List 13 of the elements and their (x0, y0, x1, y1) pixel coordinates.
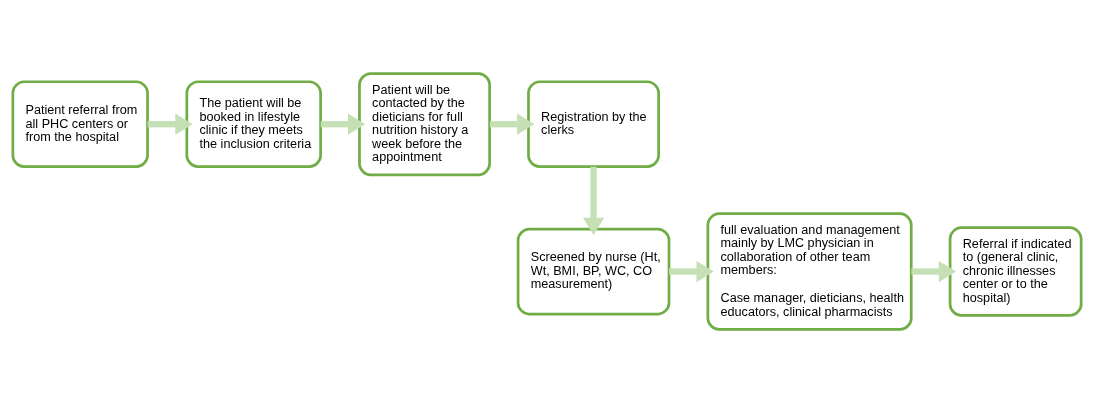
node-box: Patient will be contacted by the dieticians for full nutrition history a week before the appointment (358, 72, 491, 177)
node-box: full evaluation and management mainly by LMC physician in collaboration of other team members: Case manager, dieticians, health educators, clinical pharmacists (706, 212, 913, 331)
arrow (320, 113, 366, 135)
arrow (911, 260, 957, 283)
arrow (669, 260, 714, 283)
node-box: The patient will be booked in lifestyle clinic if they meets the inclusion criteria (185, 80, 322, 169)
node-box: Screened by nurse (Ht, Wt, BMI, BP, WC, CO measurement) (516, 227, 671, 316)
node-box: Patient referral from all PHC centers or from the hospital (11, 80, 149, 169)
node-box: Referral if indicated to (general clinic, chronic illnesses center or to the hospital) (948, 226, 1083, 317)
node-box: Registration by the clerks (527, 80, 660, 169)
arrow (582, 166, 605, 235)
arrow (147, 113, 193, 135)
arrow (489, 113, 535, 135)
